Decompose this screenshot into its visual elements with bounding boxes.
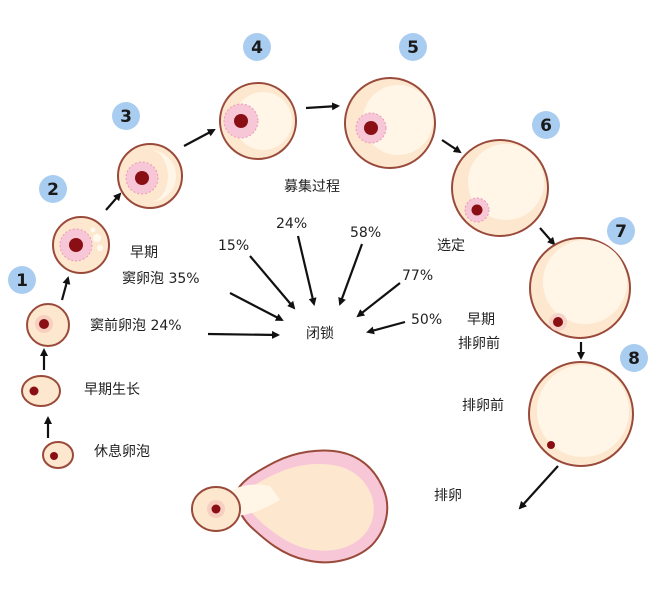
badge-stage-2: 2 xyxy=(39,175,67,203)
badge-stage-7: 7 xyxy=(607,217,635,245)
label-preantral: 窦前卵泡 24% xyxy=(90,317,182,334)
atresia-arrow-15 xyxy=(249,255,296,310)
badge-stage-8: 8 xyxy=(620,344,648,372)
label-early-preovulatory-line1: 早期 xyxy=(467,312,495,328)
resting-follicle xyxy=(42,441,74,469)
atresia-arrow-early-antral xyxy=(229,292,284,321)
arrow-3-to-4 xyxy=(183,129,216,147)
badge-stage-6: 6 xyxy=(532,111,560,139)
stage-badges: 1 2 3 4 5 6 7 8 xyxy=(8,33,648,372)
label-early-preovulatory-line2: 排卵前 xyxy=(458,335,500,352)
stage-labels: 休息卵泡 早期生长 窦前卵泡 24% 早期 窦卵泡 35% 募集过程 选定 早期… xyxy=(84,178,504,504)
arrow-6-to-7 xyxy=(539,227,556,246)
rate-58: 58% xyxy=(350,225,381,241)
arrow-1-to-2 xyxy=(60,276,71,301)
badge-stage-5-number: 5 xyxy=(407,38,419,58)
atresia-rate-labels: 15% 24% 58% 77% 50% xyxy=(218,216,442,328)
atresia-arrow-50 xyxy=(366,320,406,335)
badge-stage-1: 1 xyxy=(8,266,36,294)
badge-stage-2-number: 2 xyxy=(47,180,59,200)
badge-stage-1-number: 1 xyxy=(16,271,28,291)
badge-stage-3: 3 xyxy=(112,102,140,130)
badge-stage-5: 5 xyxy=(399,33,427,61)
arrow-8-to-ovulation xyxy=(518,465,559,510)
ovulating-follicle xyxy=(191,449,389,564)
follicle-stage-7 xyxy=(529,237,631,339)
rate-77: 77% xyxy=(402,268,433,284)
label-selection: 选定 xyxy=(437,238,465,254)
rate-50: 50% xyxy=(411,312,442,328)
follicle-stage-1 xyxy=(26,303,70,347)
follicle-stage-6 xyxy=(451,139,549,237)
atresia-arrows xyxy=(207,235,406,339)
label-resting-follicle: 休息卵泡 xyxy=(94,443,150,460)
early-growth-follicle xyxy=(21,375,61,407)
arrow-4-to-5 xyxy=(305,102,340,111)
label-early-growth: 早期生长 xyxy=(84,382,140,398)
follicle-stage-3 xyxy=(117,143,183,209)
follicle-stage-8 xyxy=(528,361,634,467)
label-early-antral-line2: 窦卵泡 35% xyxy=(122,271,200,287)
atresia-arrow-preantral xyxy=(207,330,280,339)
label-early-antral-line1: 早期 xyxy=(130,245,158,261)
rate-15: 15% xyxy=(218,238,249,254)
badge-stage-4-number: 4 xyxy=(251,38,263,58)
arrow-5-to-6 xyxy=(441,139,462,154)
stage-arrows xyxy=(40,102,585,510)
rate-24: 24% xyxy=(276,216,307,232)
label-atresia: 闭锁 xyxy=(306,326,334,342)
follicle-stage-2 xyxy=(52,216,110,274)
follicle-stage-5 xyxy=(344,77,436,169)
label-ovulation: 排卵 xyxy=(434,488,462,504)
atresia-arrow-77 xyxy=(356,282,401,318)
badge-stage-4: 4 xyxy=(243,33,271,61)
arrow-2-to-3 xyxy=(105,192,122,211)
label-preovulatory: 排卵前 xyxy=(462,397,504,414)
atresia-arrow-58 xyxy=(338,243,364,306)
label-recruitment: 募集过程 xyxy=(284,178,340,195)
follicle-stage-4 xyxy=(219,82,297,160)
badge-stage-7-number: 7 xyxy=(615,222,627,242)
badge-stage-8-number: 8 xyxy=(628,349,640,369)
atresia-arrow-24 xyxy=(296,235,317,306)
badge-stage-3-number: 3 xyxy=(120,107,132,127)
badge-stage-6-number: 6 xyxy=(540,116,552,136)
